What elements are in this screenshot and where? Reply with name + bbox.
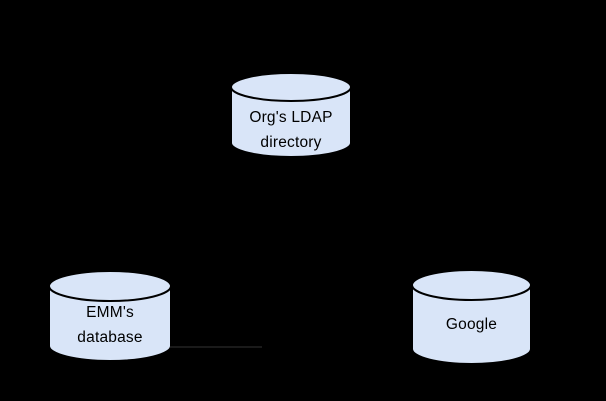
node-label-google: Google	[412, 312, 531, 337]
cylinder-body	[411, 284, 532, 365]
node-label-line: Org's LDAP	[249, 109, 333, 126]
database-cylinder-emm	[48, 270, 172, 362]
cylinder-top	[230, 72, 352, 102]
node-label-line: Google	[445, 316, 498, 333]
node-label-line: EMM's	[86, 304, 134, 321]
database-cylinder-ldap	[230, 72, 352, 158]
node-label-line: directory	[260, 134, 322, 151]
node-label-ldap-directory: Org's LDAP directory	[231, 105, 351, 155]
database-cylinder-google	[411, 269, 532, 365]
cylinder-body	[48, 285, 172, 362]
cylinder-top	[411, 269, 532, 301]
cylinder-body	[230, 86, 352, 158]
connector-line-artifact	[170, 346, 262, 348]
node-label-emm-database: EMM's database	[49, 300, 171, 350]
node-label-line: database	[77, 329, 143, 346]
cylinder-top	[48, 270, 172, 302]
